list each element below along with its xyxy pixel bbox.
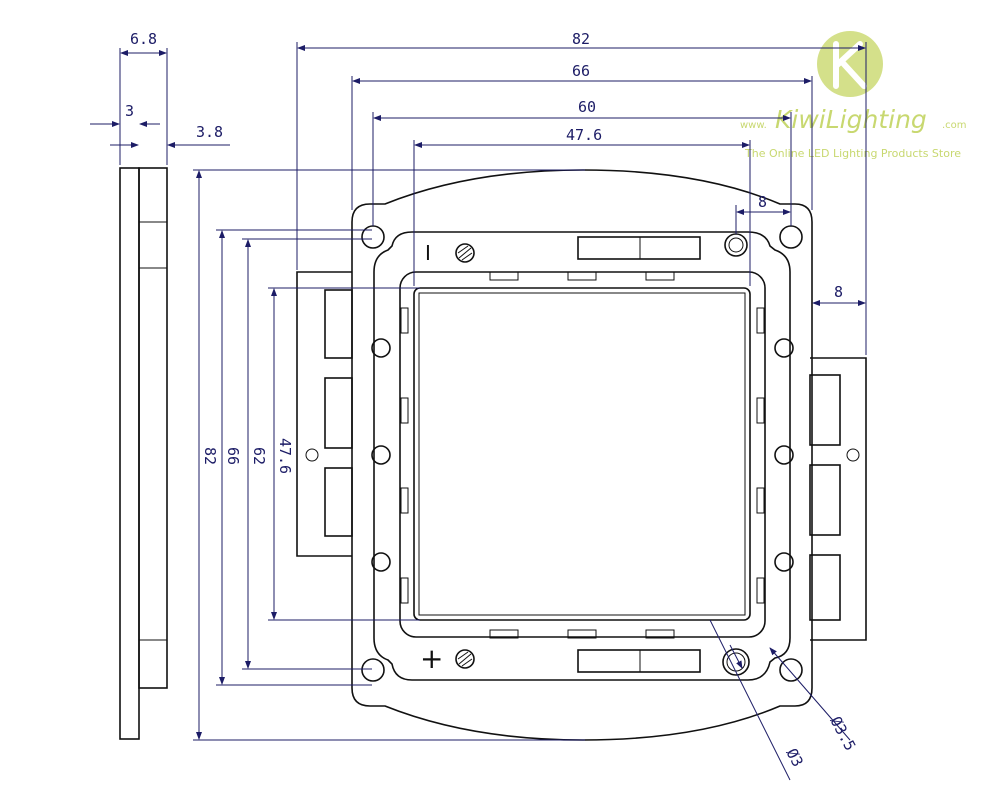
dim-hole-small: Ø3 <box>782 745 806 769</box>
dim-side-plate: 3 <box>125 102 134 120</box>
dim-right-hole-offset: 8 <box>758 193 767 211</box>
emitter-housing <box>399 271 766 638</box>
dim-top-overall: 82 <box>572 30 590 48</box>
brand-logo: www. KiwiLighting .com The Online LED Li… <box>740 31 967 160</box>
right-tab-3 <box>809 554 841 621</box>
dim-left-frame: 62 <box>250 447 268 465</box>
right-tab-hole <box>846 448 860 462</box>
flange-outline <box>351 169 813 741</box>
side-view: 6.8 3 3.8 <box>90 30 230 740</box>
kiwi-logo-icon <box>817 31 883 97</box>
mount-hole-top-left <box>361 225 385 249</box>
inner-frame <box>373 231 791 681</box>
mount-hole-bottom-right <box>779 658 803 682</box>
mount-hole-bottom-left <box>361 658 385 682</box>
side-body <box>138 167 168 689</box>
dim-side-body: 3.8 <box>196 123 223 141</box>
left-tab-2 <box>324 377 353 449</box>
left-dimensions: 82 66 62 47.6 <box>193 169 585 741</box>
dim-left-emitter: 47.6 <box>276 438 294 474</box>
brand-com: .com <box>942 120 967 131</box>
dim-top-flange: 66 <box>572 62 590 80</box>
screw-bottom <box>455 649 475 669</box>
dim-top-holes: 60 <box>578 98 596 116</box>
side-plate <box>119 167 140 740</box>
pad-hole-bottom <box>722 648 750 676</box>
brand-tagline: The Online LED Lighting Products Store <box>744 147 961 160</box>
top-dimensions: 82 66 60 47.6 8 8 <box>296 30 867 355</box>
right-tab-2 <box>809 464 841 536</box>
left-tab-hole <box>305 448 319 462</box>
mount-hole-top-right <box>779 225 803 249</box>
positive-mark: + <box>420 642 443 675</box>
dim-left-overall: 82 <box>201 447 219 465</box>
brand-www: www. <box>740 120 767 131</box>
dim-hole-large: Ø3.5 <box>826 713 859 753</box>
negative-mark: I <box>425 241 431 265</box>
right-tab-1 <box>809 374 841 446</box>
front-view: I + <box>296 169 867 741</box>
dim-top-emitter: 47.6 <box>566 126 602 144</box>
dim-right-tab-offset: 8 <box>834 283 843 301</box>
solder-pad-top <box>577 236 701 260</box>
dim-side-total-width: 6.8 <box>130 30 157 48</box>
solder-pad-bottom <box>577 649 701 673</box>
hole-callouts: Ø3.5 Ø3 <box>709 619 859 781</box>
left-tab-3 <box>324 467 353 537</box>
left-tab-1 <box>324 289 353 359</box>
emitter-window <box>413 287 751 621</box>
screw-top <box>455 243 475 263</box>
pad-hole-top <box>724 233 748 257</box>
dim-left-flange: 66 <box>224 447 242 465</box>
brand-name: KiwiLighting <box>775 105 927 134</box>
